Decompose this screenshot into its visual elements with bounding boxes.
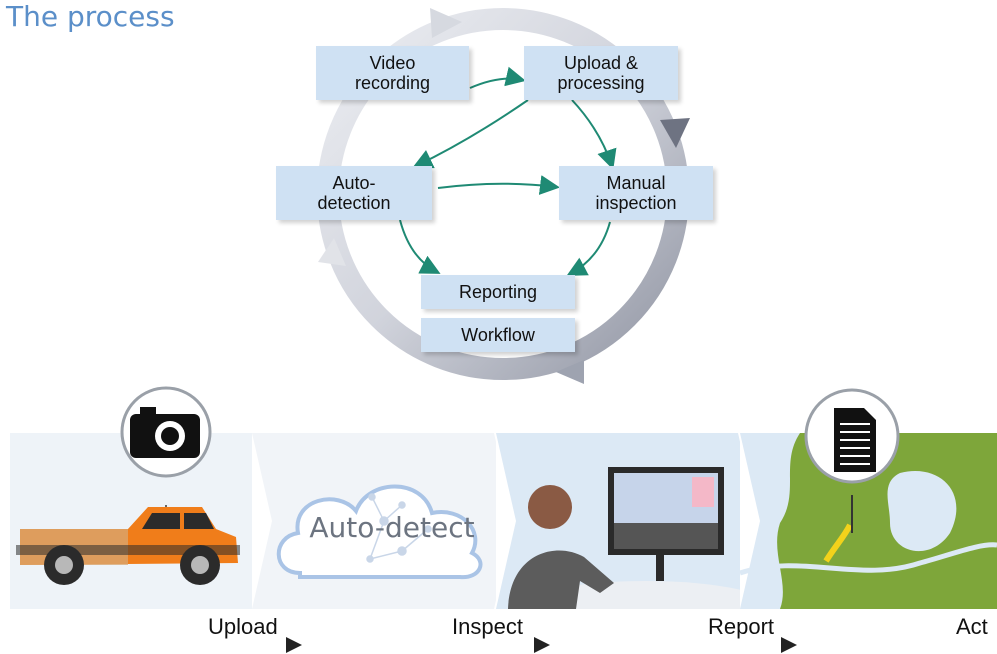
page-title: The process bbox=[6, 0, 175, 33]
ring-arrowhead-right bbox=[660, 118, 690, 148]
arrow-upload-manual bbox=[571, 99, 617, 170]
box-workflow: Workflow bbox=[421, 318, 575, 352]
arrow-auto-manual bbox=[437, 175, 560, 195]
box-upload-processing: Upload & processing bbox=[524, 46, 678, 100]
ring-arrowhead-bottom bbox=[556, 360, 584, 384]
map-illustration bbox=[740, 433, 997, 609]
box-manual-inspection: Manual inspection bbox=[559, 166, 713, 220]
inspector-illustration bbox=[496, 433, 760, 609]
panel-inspect bbox=[496, 433, 760, 609]
truck-illustration bbox=[16, 433, 272, 609]
step-act: Act bbox=[956, 614, 988, 639]
box-auto-detection: Auto- detection bbox=[276, 166, 432, 220]
arrow-upload-auto bbox=[412, 99, 529, 169]
box-reporting: Reporting bbox=[421, 275, 575, 309]
highlighted-road bbox=[823, 523, 853, 563]
arrow-auto-reporting bbox=[399, 219, 441, 274]
arrow-manual-reporting bbox=[566, 221, 611, 276]
ring-arrowhead-left bbox=[318, 238, 346, 266]
panel-auto-detect: Auto-detect bbox=[252, 433, 514, 609]
cloud-label: Auto-detect bbox=[309, 511, 475, 544]
panel-report bbox=[740, 433, 997, 609]
arrow-video-upload bbox=[469, 66, 526, 89]
step-report: Report bbox=[708, 614, 775, 639]
step-upload: Upload bbox=[208, 614, 278, 639]
box-video-recording: Video recording bbox=[316, 46, 469, 100]
panel-upload bbox=[10, 433, 272, 609]
ring-arrowhead-top bbox=[430, 8, 462, 38]
step-inspect: Inspect bbox=[452, 614, 523, 639]
